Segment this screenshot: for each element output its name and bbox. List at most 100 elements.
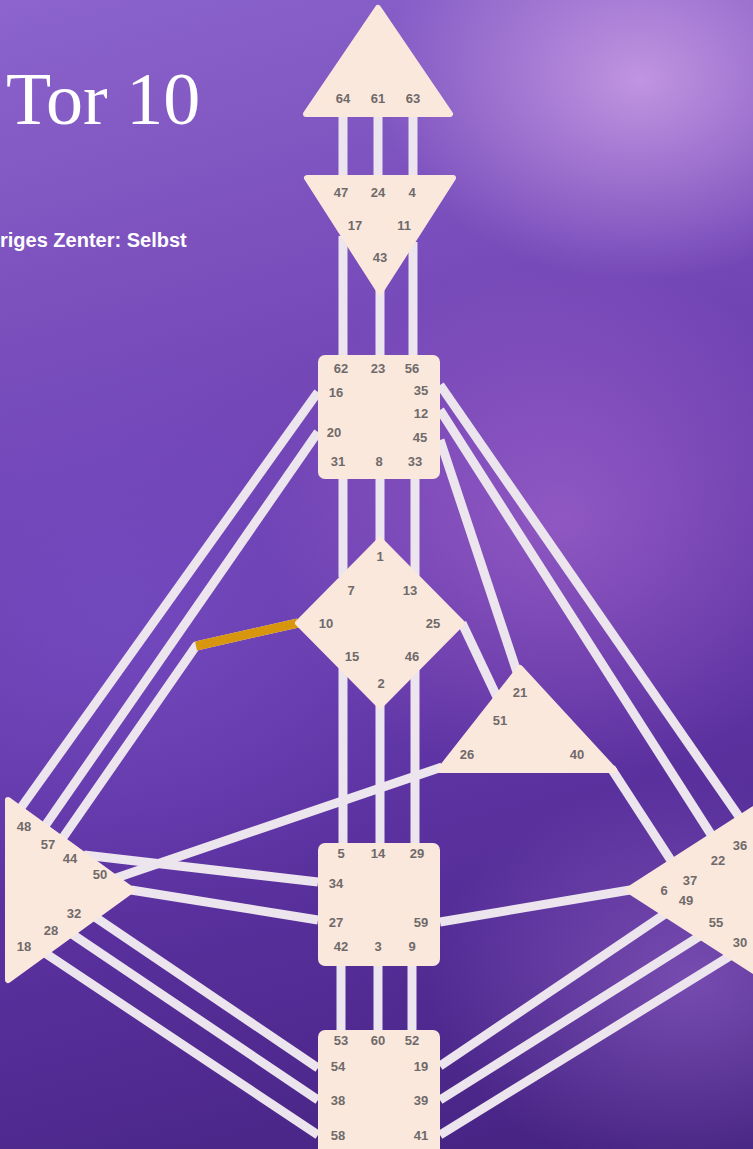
gate-number: 7	[347, 584, 354, 597]
gate-number: 58	[331, 1129, 345, 1142]
gate-number: 19	[414, 1060, 428, 1073]
gate-number: 43	[373, 251, 387, 264]
channel-stroke	[411, 478, 420, 576]
channel-line	[413, 114, 414, 181]
channel-stroke	[411, 670, 420, 843]
gate-number: 41	[414, 1129, 428, 1142]
channel-stroke	[376, 705, 385, 843]
gate-number: 27	[329, 916, 343, 929]
energy-center: 21512640	[440, 668, 614, 770]
gate-number: 52	[405, 1034, 419, 1047]
channel-stroke	[45, 432, 318, 826]
center-note: riges Zenter: Selbst	[0, 228, 187, 252]
energy-center: 1713102515462	[298, 540, 462, 706]
chart-title: Tor 10	[6, 62, 200, 136]
gate-number: 61	[371, 92, 385, 105]
channel-line	[20, 392, 318, 809]
gate-number: 18	[17, 940, 31, 953]
gate-number: 8	[375, 455, 382, 468]
gate-number: 31	[331, 455, 345, 468]
gate-number: 60	[371, 1034, 385, 1047]
gate-number: 42	[334, 940, 348, 953]
gate-number: 6	[660, 884, 667, 897]
gate-number: 36	[733, 839, 747, 852]
gate-number: 46	[405, 650, 419, 663]
energy-center: 536052541938395841	[318, 1030, 440, 1149]
channel-line	[440, 385, 740, 818]
center-outline	[318, 355, 440, 479]
channel-stroke	[374, 114, 383, 181]
channel-stroke	[339, 668, 348, 843]
channel-stroke	[131, 890, 318, 920]
center-shape	[628, 800, 753, 980]
gate-number: 30	[733, 936, 747, 949]
channel-line	[378, 965, 379, 1030]
gate-number: 17	[348, 219, 362, 232]
channel-line	[415, 670, 416, 843]
channel-stroke	[462, 623, 497, 697]
channel-stroke	[339, 478, 348, 577]
center-outline	[628, 800, 753, 980]
gate-number: 25	[426, 617, 440, 630]
channel-stroke	[339, 236, 348, 355]
gate-number: 56	[405, 362, 419, 375]
energy-center: 48574450322818	[8, 800, 132, 980]
channel-line	[131, 890, 318, 920]
channel-line	[440, 410, 712, 836]
gate-number: 13	[403, 584, 417, 597]
gate-number: 22	[711, 854, 725, 867]
energy-center: 47244171143	[307, 178, 453, 292]
channel-line	[62, 623, 298, 839]
channel-line	[341, 965, 342, 1030]
gate-number: 2	[377, 677, 384, 690]
channel-stroke	[440, 410, 712, 836]
center-outline	[8, 800, 132, 980]
channel-line	[440, 890, 630, 922]
gate-number: 38	[331, 1094, 345, 1107]
center-outline	[440, 668, 614, 770]
gate-number: 39	[414, 1094, 428, 1107]
gate-number: 40	[570, 748, 584, 761]
channel-stroke	[376, 289, 385, 355]
gate-number: 62	[334, 362, 348, 375]
gate-number: 15	[345, 650, 359, 663]
channel-stroke	[62, 623, 298, 839]
channel-line	[343, 478, 344, 577]
center-outline	[298, 540, 462, 706]
channel-line	[380, 289, 381, 355]
gate-number: 35	[414, 384, 428, 397]
center-outline	[318, 1030, 440, 1149]
channel-line	[462, 623, 497, 697]
channel-line	[45, 953, 318, 1135]
gate-number: 63	[406, 92, 420, 105]
channel-stroke	[408, 965, 417, 1030]
gate-number: 48	[17, 820, 31, 833]
channel-stroke	[440, 385, 740, 818]
energy-center: 622356351612204531833	[318, 355, 440, 479]
channel-stroke	[376, 478, 385, 541]
channel-stroke	[440, 956, 730, 1135]
gate-number: 11	[397, 219, 411, 232]
channel-line	[343, 668, 344, 843]
channel-stroke	[374, 965, 383, 1030]
gate-number: 44	[63, 852, 77, 865]
gate-number: 12	[414, 407, 428, 420]
gate-number: 20	[327, 426, 341, 439]
channel-line	[440, 956, 730, 1135]
gate-number: 47	[334, 186, 348, 199]
gate-number: 14	[371, 847, 385, 860]
gate-number: 34	[329, 877, 343, 890]
channel-stroke	[45, 953, 318, 1135]
channel-line	[380, 705, 381, 843]
channel-stroke	[611, 768, 672, 862]
channel-line	[378, 114, 379, 181]
channel-line	[611, 768, 672, 862]
channel-line	[72, 934, 318, 1100]
gate-number: 5	[337, 847, 344, 860]
gate-number: 1	[376, 550, 383, 563]
energy-center: 3622376495530	[628, 800, 753, 980]
gate-number: 57	[41, 838, 55, 851]
channel-line	[45, 432, 318, 826]
active-gate-line	[196, 623, 298, 646]
gate-number: 26	[460, 748, 474, 761]
